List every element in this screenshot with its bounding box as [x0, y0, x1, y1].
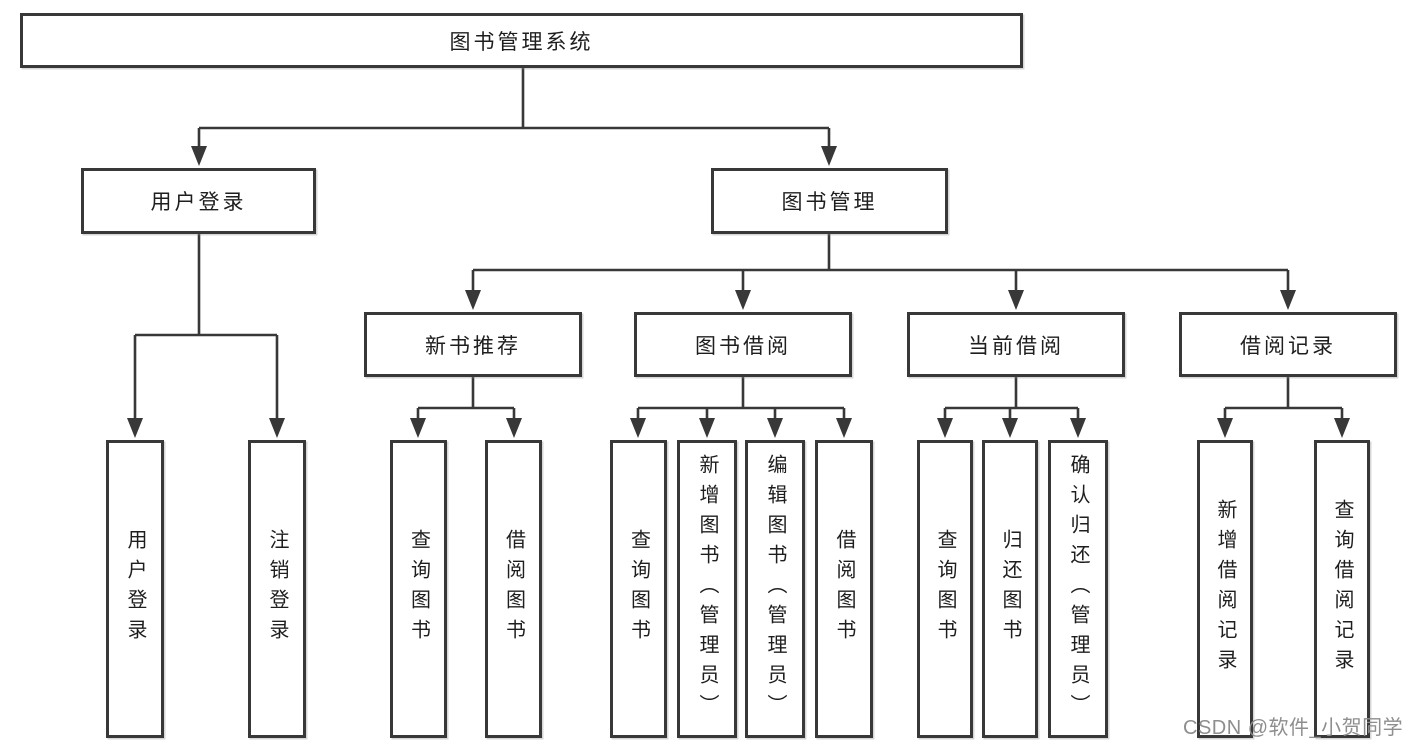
leaf-query-borrow-record: 查询借阅记录 — [1314, 440, 1370, 738]
node-current-borrow: 当前借阅 — [907, 312, 1125, 377]
leaf-query-book-recommend: 查询图书 — [390, 440, 447, 738]
node-borrow-records: 借阅记录 — [1179, 312, 1397, 377]
leaf-return-book: 归还图书 — [982, 440, 1038, 738]
leaf-add-borrow-record-label: 新增借阅记录 — [1214, 499, 1236, 679]
node-book-borrow: 图书借阅 — [634, 312, 852, 377]
leaf-query-book-current: 查询图书 — [917, 440, 973, 738]
leaf-user-login-label: 用户登录 — [124, 529, 146, 649]
csdn-watermark: CSDN @软件_小贺同学 — [1183, 717, 1404, 739]
leaf-return-book-label: 归还图书 — [999, 529, 1021, 649]
node-user-login-branch: 用户登录 — [81, 168, 316, 234]
node-borrow-records-label: 借阅记录 — [1240, 334, 1336, 358]
arrowheads — [127, 146, 1350, 438]
leaf-query-book-borrow-label: 查询图书 — [627, 529, 650, 649]
leaf-add-book-admin: 新增图书（管理员） — [677, 440, 737, 738]
node-user-login-label: 用户登录 — [150, 191, 247, 214]
node-root-label: 图书管理系统 — [449, 30, 594, 54]
leaf-logout: 注销登录 — [248, 440, 306, 738]
leaf-borrow-book-label: 借阅图书 — [833, 529, 855, 649]
leaf-query-book-recommend-label: 查询图书 — [407, 529, 430, 649]
leaf-query-book-borrow: 查询图书 — [610, 440, 667, 738]
node-book-management-branch: 图书管理 — [711, 168, 948, 234]
leaf-borrow-book-recommend: 借阅图书 — [485, 440, 542, 738]
leaf-confirm-return-admin: 确认归还（管理员） — [1048, 440, 1108, 738]
node-new-book-recommend-label: 新书推荐 — [425, 334, 521, 358]
leaf-query-borrow-record-label: 查询借阅记录 — [1331, 499, 1353, 679]
node-root-system: 图书管理系统 — [20, 13, 1023, 68]
leaf-logout-label: 注销登录 — [266, 529, 288, 649]
leaf-borrow-book-recommend-label: 借阅图书 — [502, 529, 525, 649]
leaf-add-borrow-record: 新增借阅记录 — [1197, 440, 1253, 738]
node-new-book-recommend: 新书推荐 — [364, 312, 582, 377]
node-book-management-label: 图书管理 — [781, 191, 878, 214]
leaf-borrow-book: 借阅图书 — [815, 440, 873, 738]
node-current-borrow-label: 当前借阅 — [968, 334, 1064, 358]
leaf-edit-book-admin: 编辑图书（管理员） — [745, 440, 805, 738]
leaf-user-login: 用户登录 — [106, 440, 164, 738]
leaf-edit-book-admin-label: 编辑图书（管理员） — [764, 454, 786, 724]
leaf-confirm-return-admin-label: 确认归还（管理员） — [1067, 454, 1089, 724]
leaf-add-book-admin-label: 新增图书（管理员） — [696, 454, 718, 724]
leaf-query-book-current-label: 查询图书 — [934, 529, 956, 649]
node-book-borrow-label: 图书借阅 — [695, 334, 791, 358]
